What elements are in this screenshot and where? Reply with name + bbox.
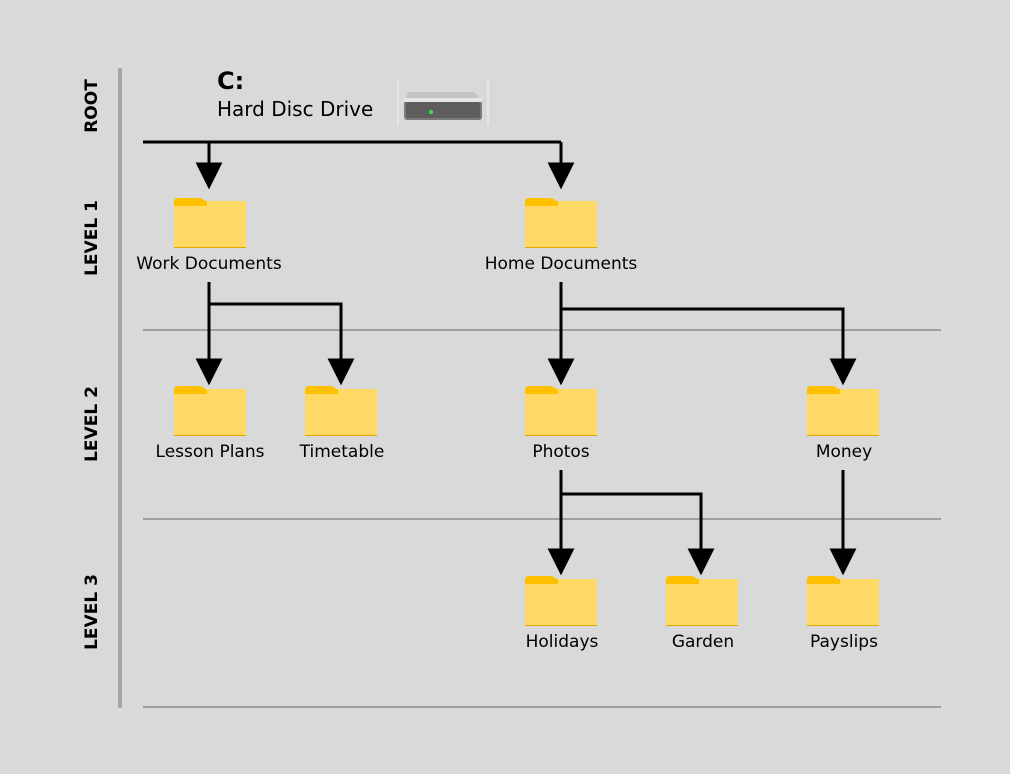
folder-label-payslips[interactable]: Payslips [810, 632, 878, 652]
hard-drive-icon [397, 80, 489, 125]
folder-icon-photos[interactable] [525, 385, 597, 436]
folder-icon-money[interactable] [807, 385, 879, 436]
folder-icon-home-documents[interactable] [525, 197, 597, 248]
folder-icon-payslips[interactable] [807, 575, 879, 626]
folder-icon-lesson-plans[interactable] [174, 385, 246, 436]
folder-label-holidays[interactable]: Holidays [525, 632, 599, 652]
folder-icon-timetable[interactable] [305, 385, 377, 436]
folder-label-photos[interactable]: Photos [532, 442, 590, 462]
folder-label-timetable[interactable]: Timetable [299, 442, 385, 462]
connector-work-timetable [209, 302, 355, 386]
folder-icon-holidays[interactable] [525, 575, 597, 626]
folder-icon-work-documents[interactable] [174, 197, 246, 248]
folder-label-work-documents[interactable]: Work Documents [136, 254, 282, 274]
folder-icon-garden[interactable] [666, 575, 738, 626]
connectors [143, 140, 857, 576]
drive-letter: C: [217, 67, 245, 95]
connector-photos-garden [561, 492, 715, 576]
folder-label-money[interactable]: Money [815, 442, 873, 462]
folder-label-home-documents[interactable]: Home Documents [484, 254, 638, 274]
folder-label-garden[interactable]: Garden [671, 632, 735, 652]
folder-label-lesson-plans[interactable]: Lesson Plans [155, 442, 265, 462]
root-drive[interactable]: C: Hard Disc Drive [217, 66, 373, 122]
drive-name: Hard Disc Drive [217, 97, 374, 121]
connector-home-money [561, 307, 857, 386]
